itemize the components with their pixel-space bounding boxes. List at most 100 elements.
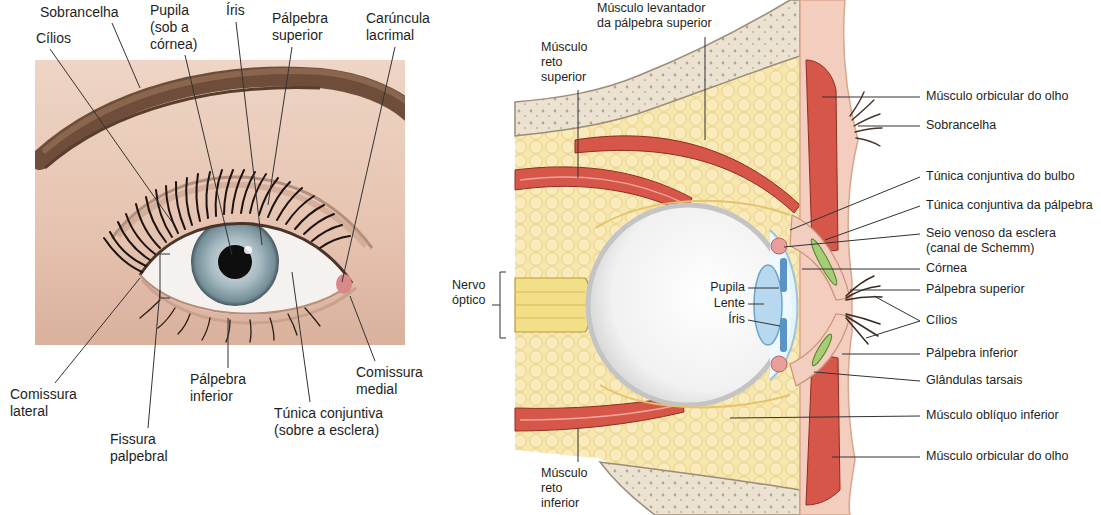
leader-line <box>832 457 920 458</box>
leader-line <box>814 372 920 381</box>
ciliary-body <box>771 238 787 254</box>
eyelashes <box>206 172 210 218</box>
eyelashes <box>110 232 146 266</box>
lens <box>754 265 782 345</box>
lower-eyelashes <box>288 314 297 335</box>
lower-eyelashes <box>140 300 160 318</box>
leader-line <box>50 22 395 428</box>
part-label: Íris <box>226 2 245 19</box>
leader-line <box>50 49 172 222</box>
orbit-floor-bone <box>600 462 800 515</box>
part-label: Sobrancelha <box>926 118 996 133</box>
part-label: Fissura palpebral <box>110 431 174 465</box>
upper-lid-margin <box>140 223 352 283</box>
leader-line <box>148 290 160 428</box>
iris <box>780 318 787 352</box>
leader-line <box>492 272 506 338</box>
leader-line <box>112 23 140 88</box>
part-label: Músculo reto inferior <box>541 466 596 511</box>
eyelashes <box>277 188 302 220</box>
optic-nerve-fibres <box>515 292 588 318</box>
eyelashes <box>268 182 290 217</box>
part-label: Pálpebra superior <box>272 10 334 44</box>
leader-line <box>292 272 310 402</box>
part-label: Túnica conjuntiva da pálpebra <box>926 198 1093 213</box>
leader-line <box>228 318 229 368</box>
part-label: Córnea <box>926 261 967 276</box>
part-label: Comissura lateral <box>10 386 82 420</box>
part-label: Músculo oblíquo inferior <box>926 408 1059 423</box>
lower-lid-margin <box>140 275 352 314</box>
pupil <box>218 245 252 279</box>
part-label: Lente <box>685 296 745 311</box>
eyelashes <box>846 276 874 296</box>
eyeball <box>588 205 788 405</box>
lower-eyelashes <box>140 300 320 342</box>
eyelashes <box>304 214 334 234</box>
leader-line <box>784 234 920 247</box>
leader-line <box>350 296 375 361</box>
leader-line <box>55 278 140 383</box>
eyelashes <box>846 318 868 344</box>
ciliary-body <box>771 356 787 372</box>
iris-photo <box>140 218 352 306</box>
leader-line <box>850 290 920 291</box>
orbicularis-muscle <box>806 357 840 505</box>
eyelashes <box>846 314 880 324</box>
eyebrow-hairs <box>856 138 880 146</box>
leader-line <box>748 288 779 289</box>
highlight <box>244 246 252 254</box>
eyelashes <box>846 316 878 336</box>
leader-line <box>492 37 920 462</box>
leader-line <box>705 37 706 140</box>
eyelashes <box>104 238 142 272</box>
lower-eyelashes <box>178 314 190 334</box>
eyelashes <box>286 196 314 224</box>
part-label: Túnica conjuntiva (sobre a esclera) <box>274 405 390 439</box>
eyebrow-hairs <box>850 92 882 146</box>
leader-line <box>866 321 920 338</box>
part-label: Cílios <box>36 30 71 47</box>
optic-nerve <box>515 278 590 332</box>
conjunctiva <box>596 201 790 408</box>
part-label: Pálpebra superior <box>926 282 1025 297</box>
part-label: Pálpebra inferior <box>926 346 1018 361</box>
lower-eyelashes <box>202 318 210 340</box>
leader-line <box>730 416 920 418</box>
leader-line <box>578 90 579 178</box>
leader-line <box>822 97 920 98</box>
lower-eyelashes <box>250 320 251 342</box>
lower-eyelid <box>790 314 850 386</box>
part-label: Comissura medial <box>356 364 428 398</box>
eyelashes <box>186 178 192 225</box>
leader-line <box>748 304 764 305</box>
eyebrow <box>45 71 405 150</box>
eyelashes <box>259 178 278 215</box>
part-label: Pálpebra inferior <box>190 371 252 405</box>
part-label: Glândulas tarsais <box>926 373 1023 388</box>
tarsal-gland <box>810 332 835 367</box>
eyebrow-hairs <box>854 114 880 126</box>
eyelashes <box>241 172 255 213</box>
eyelashes <box>104 170 350 272</box>
leader-line <box>185 55 232 255</box>
part-label: Túnica conjuntiva do bulbo <box>926 169 1075 184</box>
part-label: Cílios <box>926 313 957 328</box>
eyelashes <box>846 276 882 344</box>
leader-line <box>802 269 920 270</box>
eyelashes <box>295 205 324 229</box>
part-label: Seio venoso da esclera (canal de Schemm) <box>926 226 1066 256</box>
leader-line <box>842 354 920 355</box>
orbit-roof-bone <box>515 0 800 136</box>
orbital-fat <box>515 0 800 512</box>
part-label: Músculo reto superior <box>541 40 596 85</box>
eyebrow-hairs <box>850 92 864 116</box>
leader-line <box>858 126 920 127</box>
eyebrow-hairs <box>855 128 882 132</box>
part-label: Músculo orbicular do olho <box>926 449 1068 464</box>
lower-eyelashes <box>158 308 175 328</box>
part-label: Sobrancelha <box>40 4 119 21</box>
part-label: Pupila (sob a córnea) <box>150 2 204 52</box>
caruncle <box>336 274 352 294</box>
